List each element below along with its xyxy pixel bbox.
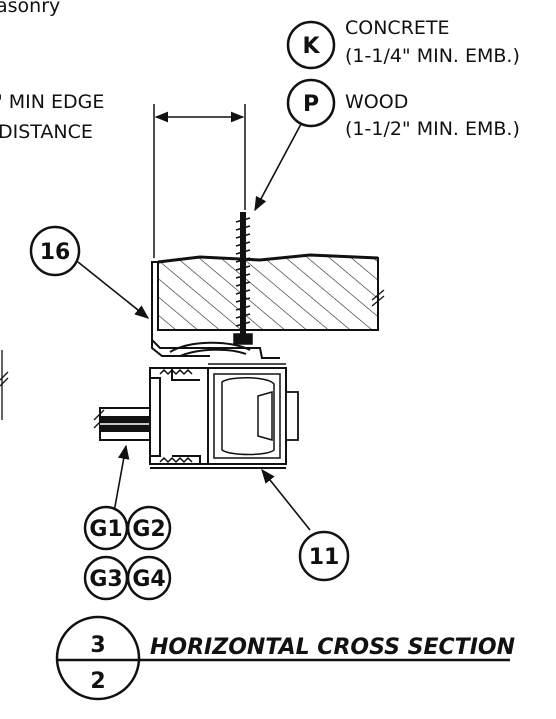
callout-g4-label: G4: [132, 567, 165, 592]
fastener-leader: [254, 123, 302, 212]
edge-distance-note-line2: DISTANCE: [0, 121, 93, 143]
section-title: HORIZONTAL CROSS SECTION: [150, 635, 515, 660]
callout-g2-bubble: G2: [126, 505, 172, 551]
callout-g4-bubble: G4: [126, 555, 172, 601]
callout-16-bubble: 16: [29, 225, 81, 277]
callout-g2-label: G2: [132, 517, 165, 542]
section-marker: 3 2: [55, 615, 510, 701]
sheet-number: 2: [90, 669, 105, 694]
callout-g1-bubble: G1: [83, 505, 129, 551]
wood-note-line1: WOOD: [345, 91, 408, 113]
callout-11-bubble: 11: [298, 530, 350, 582]
callout-g1-label: G1: [89, 517, 122, 542]
concrete-note-line2: (1-1/4" MIN. EMB.): [345, 45, 520, 67]
callout-11-label: 11: [309, 545, 340, 570]
callout-16-leader: [77, 261, 150, 319]
left-edge-marks: [0, 350, 9, 420]
callout-g3-bubble: G3: [83, 555, 129, 601]
edge-distance-dimension: [153, 104, 246, 258]
frame-anchor-clip: [151, 261, 280, 359]
frame-extrusion: [149, 363, 299, 469]
detail-number: 3: [90, 633, 105, 658]
glazing-panel: [93, 407, 151, 441]
callout-11-leader: [261, 468, 311, 531]
callout-g3-label: G3: [89, 567, 122, 592]
callout-p-bubble: P: [286, 78, 336, 128]
callout-p-label: P: [303, 92, 319, 117]
substrate-block: [157, 253, 385, 331]
glazing-leader: [113, 444, 130, 513]
fastener-screw: [233, 212, 253, 345]
callout-16-label: 16: [40, 240, 71, 265]
callout-k-label: K: [302, 34, 320, 59]
edge-distance-note-line1: " MIN EDGE: [0, 91, 104, 113]
callout-k-bubble: K: [286, 20, 336, 70]
masonry-note: asonry: [0, 0, 60, 17]
concrete-note-line1: CONCRETE: [345, 17, 450, 39]
wood-note-line2: (1-1/2" MIN. EMB.): [345, 118, 520, 140]
